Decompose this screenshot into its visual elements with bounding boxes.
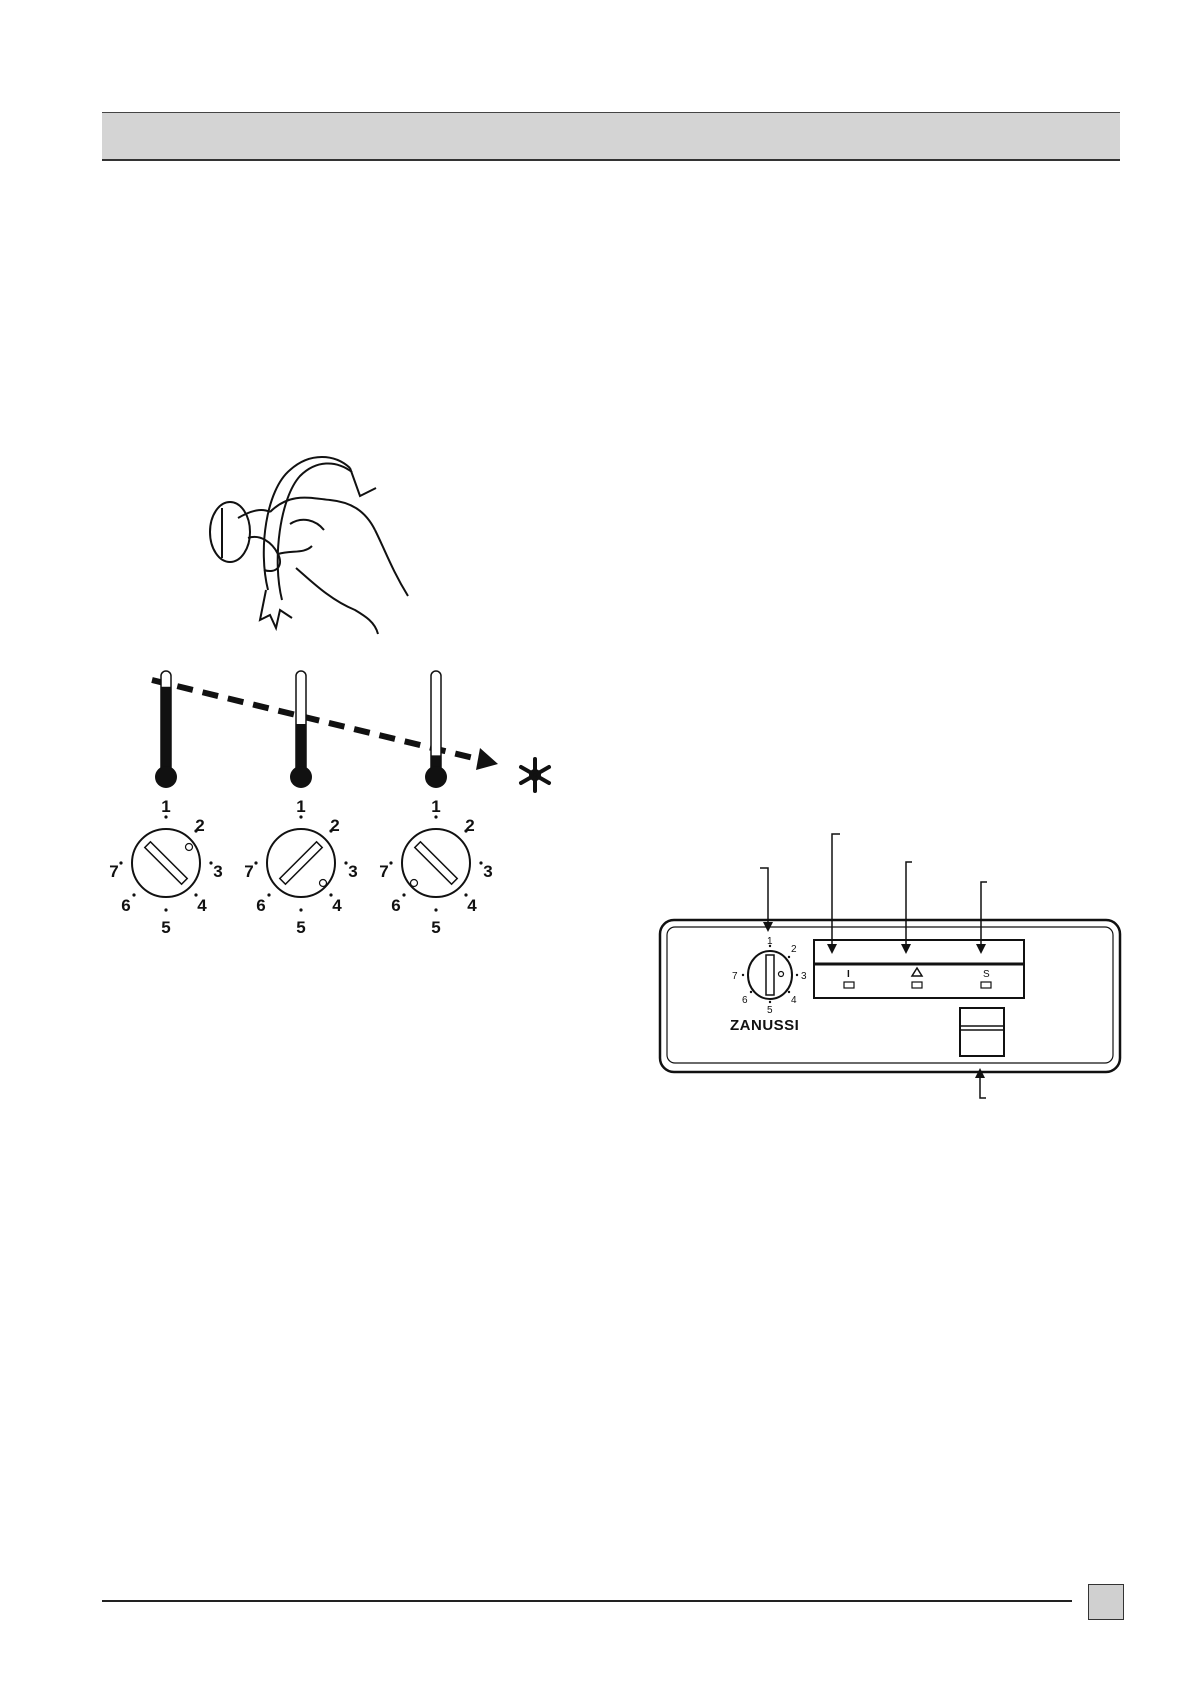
dial-number: 4 — [467, 896, 477, 915]
temperature-dial-2: 1 2 34 5 67 — [244, 797, 357, 937]
dial-number: 6 — [256, 896, 265, 915]
dial-number: 3 — [213, 862, 222, 881]
hand-turning-knob-illustration — [209, 456, 409, 635]
indicator-label-i: I — [847, 969, 850, 980]
dial-number: 5 — [296, 918, 305, 937]
dial-number: 6 — [121, 896, 130, 915]
thermometer-fill-2 — [296, 724, 306, 773]
temperature-dial-1: 1 2 34 5 67 — [109, 797, 222, 937]
snowflake-icon — [519, 757, 551, 793]
thermometer-fill-3 — [431, 755, 441, 773]
thermometer-3 — [425, 670, 447, 788]
footer-rule — [102, 1600, 1072, 1602]
dial-number: 1 — [296, 797, 305, 816]
dial-number: 5 — [431, 918, 440, 937]
temperature-dial-3: 1 2 34 5 67 — [379, 797, 492, 937]
page-number-box — [1088, 1584, 1124, 1620]
dial-knob-1 — [143, 840, 189, 886]
dial-number: 7 — [379, 862, 388, 881]
panel-dial-number-4: 4 — [791, 995, 797, 1006]
panel-dial-number-5: 5 — [767, 1005, 773, 1016]
panel-dial-number-6: 6 — [742, 995, 748, 1006]
dial-number: 2 — [195, 816, 204, 835]
dial-number: 2 — [465, 816, 474, 835]
control-panel: 1 2 3 4 5 6 7 I S ZANUSSI — [658, 833, 1122, 1099]
header-bar — [102, 112, 1120, 161]
dial-number: 4 — [332, 896, 342, 915]
panel-dial-number-2: 2 — [791, 944, 797, 955]
thermometer-1 — [155, 670, 177, 788]
dial-knob-3 — [413, 840, 459, 886]
thermometer-2 — [290, 670, 312, 788]
dial-number: 1 — [431, 797, 440, 816]
dial-number: 7 — [244, 862, 253, 881]
brand-logo: ZANUSSI — [730, 1017, 799, 1034]
dial-number: 3 — [348, 862, 357, 881]
dial-number: 4 — [197, 896, 207, 915]
panel-dial-number-1: 1 — [767, 936, 773, 947]
panel-dial-number-3: 3 — [801, 971, 807, 982]
dial-number: 7 — [109, 862, 118, 881]
dial-number: 3 — [483, 862, 492, 881]
indicator-label-s: S — [983, 969, 990, 980]
dial-number: 2 — [330, 816, 339, 835]
dial-knob-2 — [278, 840, 324, 886]
dial-number: 5 — [161, 918, 170, 937]
panel-dial-number-7: 7 — [732, 971, 738, 982]
thermometer-fill-1 — [161, 686, 171, 773]
dial-number: 1 — [161, 797, 170, 816]
dial-number: 6 — [391, 896, 400, 915]
